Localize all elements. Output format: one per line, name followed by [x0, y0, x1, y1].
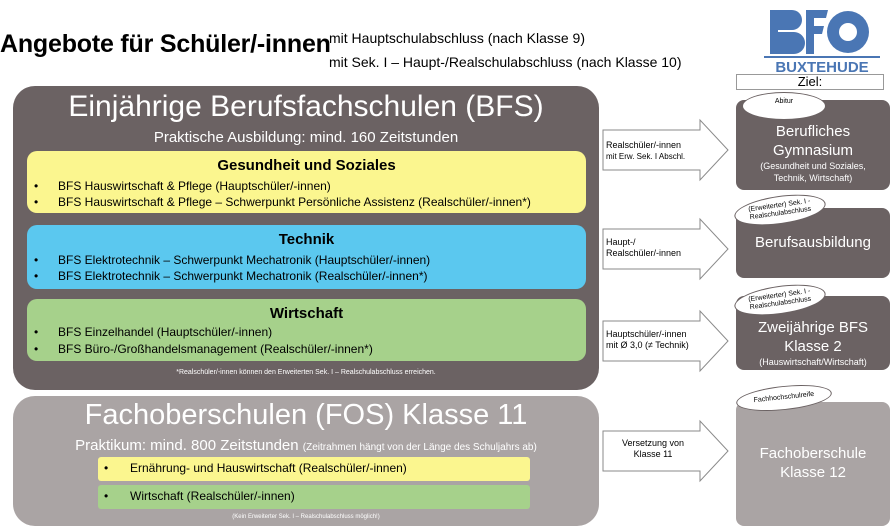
target-fachoberschule-12: Fachoberschule Klasse 12	[736, 402, 890, 526]
oval-abitur: Abitur	[742, 92, 826, 120]
fos-footnote: (Kein Erweiterter Sek. I – Realschulabsc…	[232, 514, 380, 520]
list-item: BFS Hauswirtschaft & Pflege – Schwerpunk…	[58, 195, 531, 209]
arrow-label-ausbildung: Haupt-/Realschüler/-innen	[606, 237, 682, 258]
subtitle-sek1: mit Sek. I – Haupt-/Realschulabschluss (…	[329, 54, 682, 70]
section-wirtschaft: Wirtschaft • BFS Einzelhandel (Hauptschü…	[27, 299, 586, 361]
bfs-title: Einjährige Berufsfachschulen (BFS)	[68, 90, 544, 123]
subtitle-hauptschule: mit Hauptschulabschluss (nach Klasse 9)	[329, 30, 586, 46]
page-title: Angebote für Schüler/-innen	[0, 30, 331, 58]
section-title: Wirtschaft	[269, 305, 344, 322]
fos-item-ernaehrung: • Ernährung- und Hauswirtschaft (Realsch…	[98, 457, 530, 481]
bullet-icon: •	[34, 253, 39, 267]
bullet-icon: •	[104, 461, 109, 475]
bullet-icon: •	[34, 342, 39, 356]
bullet-icon: •	[34, 195, 39, 209]
fos-item-wirtschaft: • Wirtschaft (Realschüler/-innen)	[98, 485, 530, 509]
fos-subtitle-note: (Zeitrahmen hängt von der Länge des Schu…	[302, 442, 537, 453]
arrows-layer	[602, 118, 729, 483]
list-item: BFS Elektrotechnik – Schwerpunkt Mechatr…	[58, 269, 428, 283]
fos-title: Fachoberschulen (FOS) Klasse 11	[84, 399, 528, 431]
list-item: BFS Elektrotechnik – Schwerpunkt Mechatr…	[58, 253, 431, 267]
logo-text: BUXTEHUDE	[775, 59, 868, 74]
bfs-subtitle: Praktische Ausbildung: mind. 160 Zeitstu…	[153, 129, 459, 146]
list-item: Ernährung- und Hauswirtschaft (Realschül…	[130, 461, 407, 475]
bbs-buxtehude-logo: BUXTEHUDE	[736, 8, 880, 76]
bullet-icon: •	[34, 269, 39, 283]
ziel-label: Ziel:	[736, 74, 884, 90]
arrow-shape-gymnasium	[602, 118, 729, 182]
arrow-shape-fachoberschule	[602, 419, 729, 483]
arrow-shape-ausbildung	[602, 217, 729, 281]
section-technik: Technik • BFS Elektrotechnik – Schwerpun…	[27, 225, 586, 289]
list-item: BFS Einzelhandel (Hauptschüler/-innen)	[58, 325, 273, 339]
list-item: BFS Büro-/Großhandelsmanagement (Realsch…	[58, 342, 373, 356]
list-item: BFS Hauswirtschaft & Pflege (Hauptschüle…	[58, 179, 331, 193]
bfs-footnote: *Realschüler/-innen können den Erweitert…	[176, 369, 436, 376]
fos-subtitle-main: Praktikum: mind. 800 Zeitstunden	[75, 437, 299, 454]
list-item: Wirtschaft (Realschüler/-innen)	[130, 489, 295, 503]
section-gesundheit-soziales: Gesundheit und Soziales • BFS Hauswirtsc…	[27, 151, 586, 213]
section-title: Technik	[278, 231, 335, 248]
arrow-shape-zweijaehrige	[602, 309, 729, 373]
section-title: Gesundheit und Soziales	[217, 157, 396, 174]
fos-subtitle: Praktikum: mind. 800 Zeitstunden (Zeitra…	[13, 437, 599, 454]
bullet-icon: •	[34, 325, 39, 339]
bullet-icon: •	[104, 489, 109, 503]
bullet-icon: •	[34, 179, 39, 193]
